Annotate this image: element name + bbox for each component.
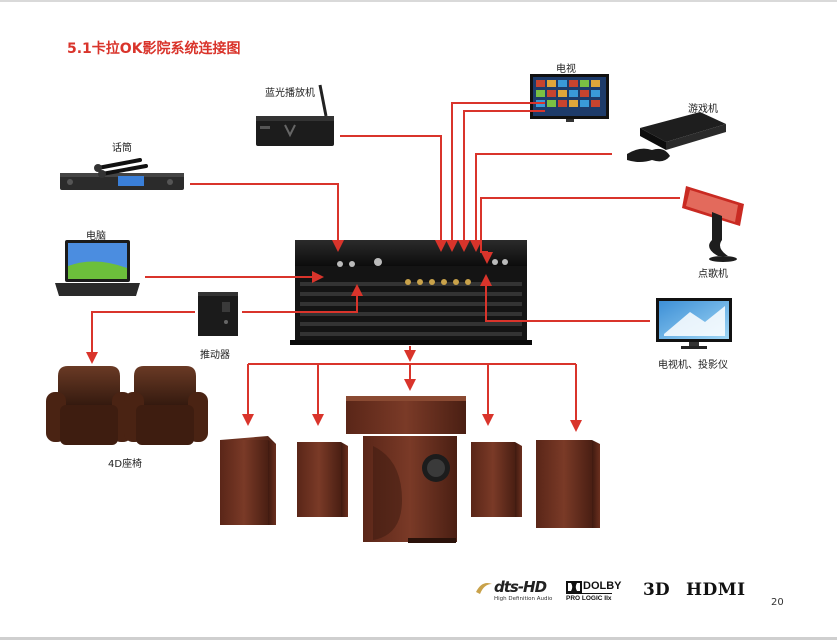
arrow-actuator-amp <box>242 284 363 313</box>
page-bottom-border <box>0 637 837 640</box>
arrow-bluray-amp <box>340 135 447 252</box>
arrow-microphone-amp <box>190 183 344 252</box>
speaker-front-right-icon <box>536 440 600 528</box>
label-tv-projector: 电视机、投影仪 <box>658 360 728 371</box>
label-game-console: 游戏机 <box>688 104 718 115</box>
label-computer: 电脑 <box>86 231 106 242</box>
actuator-icon <box>198 292 238 336</box>
bluray-player-icon <box>256 84 334 146</box>
speaker-front-left-icon <box>220 436 276 525</box>
label-seat-4d: 4D座椅 <box>108 459 143 470</box>
speaker-center-icon <box>346 396 466 434</box>
speaker-right-icon <box>471 442 522 517</box>
label-microphone: 话筒 <box>112 143 132 154</box>
label-actuator: 推动器 <box>200 350 230 361</box>
tv-icon <box>530 74 609 122</box>
arrow-tv-projector <box>480 274 650 322</box>
dolby-main-text: DOLBY <box>583 580 622 592</box>
label-bluray: 蓝光播放机 <box>265 88 315 99</box>
tv-projector-icon <box>656 298 732 349</box>
game-console-icon <box>627 112 726 162</box>
dolby-double-d-icon <box>566 581 582 593</box>
arrow-tv-amp-1 <box>446 102 545 252</box>
logo-hdmi: HDMI <box>686 580 746 600</box>
dts-sub-text: High Definition Audio <box>494 596 553 602</box>
microphone-receiver-icon <box>60 158 184 190</box>
amplifier-icon <box>290 240 532 345</box>
diagram-title: 5.1卡拉OK影院系统连接图 <box>67 41 241 57</box>
label-tv: 电视 <box>556 64 576 75</box>
dts-swoosh-icon <box>476 583 492 594</box>
page-number: 20 <box>771 597 784 608</box>
connection-arrows <box>86 102 680 432</box>
page-top-border <box>0 0 837 2</box>
subwoofer-icon <box>363 436 457 543</box>
dolby-sub-text: PRO LOGIC IIx <box>566 593 612 602</box>
arrow-song-amp <box>480 197 680 264</box>
seat-4d-icon <box>46 366 208 445</box>
arrow-actuator-seat <box>86 311 195 364</box>
logo-3d: 3D <box>643 580 670 600</box>
arrow-tv-amp-2 <box>458 110 545 252</box>
song-machine-icon <box>682 186 744 262</box>
dts-main-text: dts-HD <box>494 578 547 596</box>
dolby-logo: DOLBY PRO LOGIC IIx <box>566 580 626 604</box>
computer-icon <box>55 240 140 296</box>
label-song-machine: 点歌机 <box>698 269 728 280</box>
speaker-left-icon <box>297 442 348 517</box>
arrow-game-amp <box>470 153 612 252</box>
dts-hd-logo: dts-HD High Definition Audio <box>474 578 552 604</box>
